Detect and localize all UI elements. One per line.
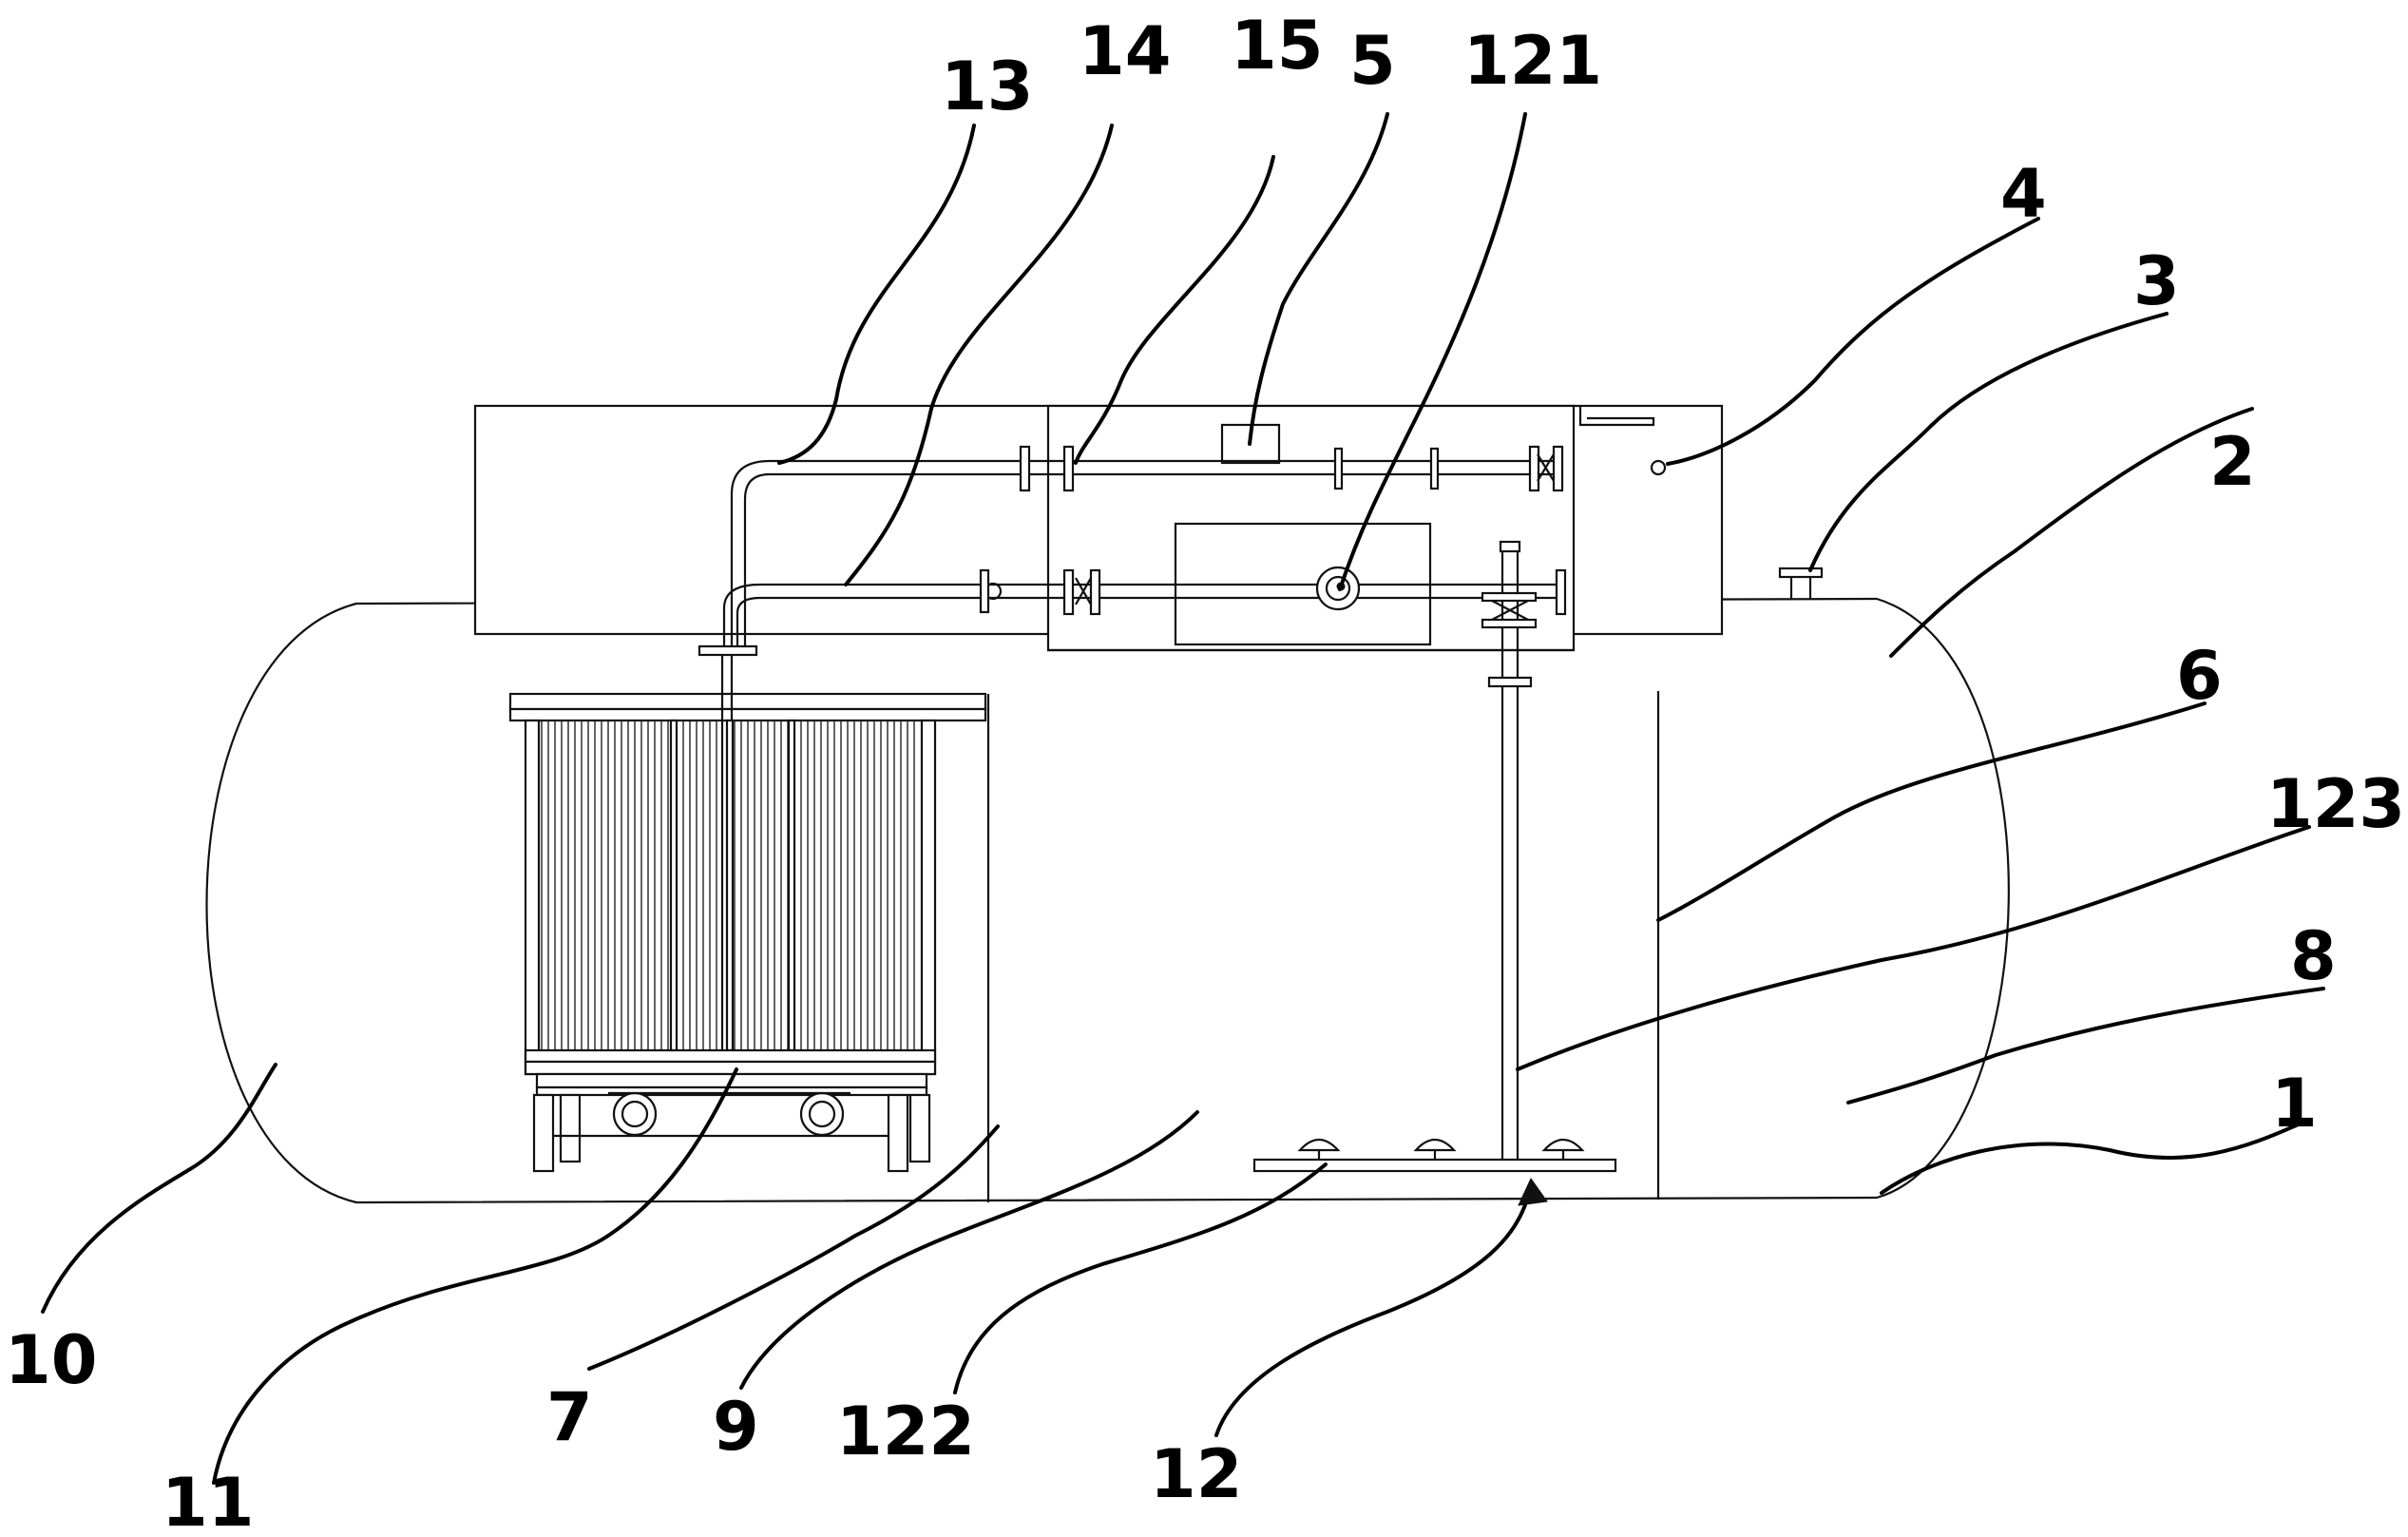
leader-11 (212, 1067, 738, 1485)
label-4: 4 (2000, 155, 2047, 233)
leader-13 (777, 124, 976, 465)
label-11: 11 (162, 1464, 254, 1537)
label-13: 13 (941, 48, 1033, 125)
tank-body (205, 597, 2010, 1204)
leader-7 (587, 1124, 1000, 1371)
leader-9 (739, 1110, 1199, 1390)
arrowhead-12 (1518, 1178, 1548, 1206)
label-12: 12 (1150, 1435, 1242, 1513)
leader-122 (953, 1162, 1328, 1394)
leader-123 (1516, 825, 2311, 1071)
label-2: 2 (2209, 423, 2256, 501)
leader-10 (41, 1063, 277, 1314)
leader-6 (1656, 701, 2207, 922)
label-9: 9 (713, 1388, 759, 1466)
label-6: 6 (2176, 637, 2223, 715)
label-1: 1 (2271, 1065, 2318, 1143)
label-8: 8 (2290, 917, 2337, 995)
partitions (986, 691, 1660, 1202)
label-10: 10 (5, 1321, 97, 1399)
leader-1 (1880, 1120, 2306, 1195)
leader-5 (1248, 112, 1389, 446)
membrane-module (508, 644, 987, 1173)
leader-15 (1074, 155, 1275, 465)
upper-pipe (730, 445, 1564, 646)
label-15: 15 (1231, 7, 1323, 85)
part-labels: 13 14 15 5 121 4 3 2 6 123 8 1 10 11 7 9… (5, 7, 2405, 1537)
leader-12 (1214, 1186, 1532, 1437)
label-123: 123 (2266, 765, 2405, 843)
aeration-distributor (1252, 1138, 1617, 1173)
leader-lines (41, 112, 2325, 1485)
lower-pipe (722, 566, 1567, 646)
leader-3 (1808, 312, 2169, 572)
label-121: 121 (1463, 22, 1602, 100)
leader-8 (1846, 987, 2325, 1105)
label-122: 122 (836, 1393, 975, 1470)
top-nozzle (1778, 567, 1824, 599)
leader-2 (1889, 407, 2254, 658)
leader-14 (844, 124, 1114, 586)
label-7: 7 (546, 1378, 593, 1456)
label-14: 14 (1079, 12, 1171, 90)
leader-4 (1666, 217, 2040, 466)
label-5: 5 (1349, 22, 1396, 100)
label-3: 3 (2133, 242, 2180, 320)
aeration-riser (1481, 540, 1538, 1164)
leader-121 (1338, 112, 1527, 591)
